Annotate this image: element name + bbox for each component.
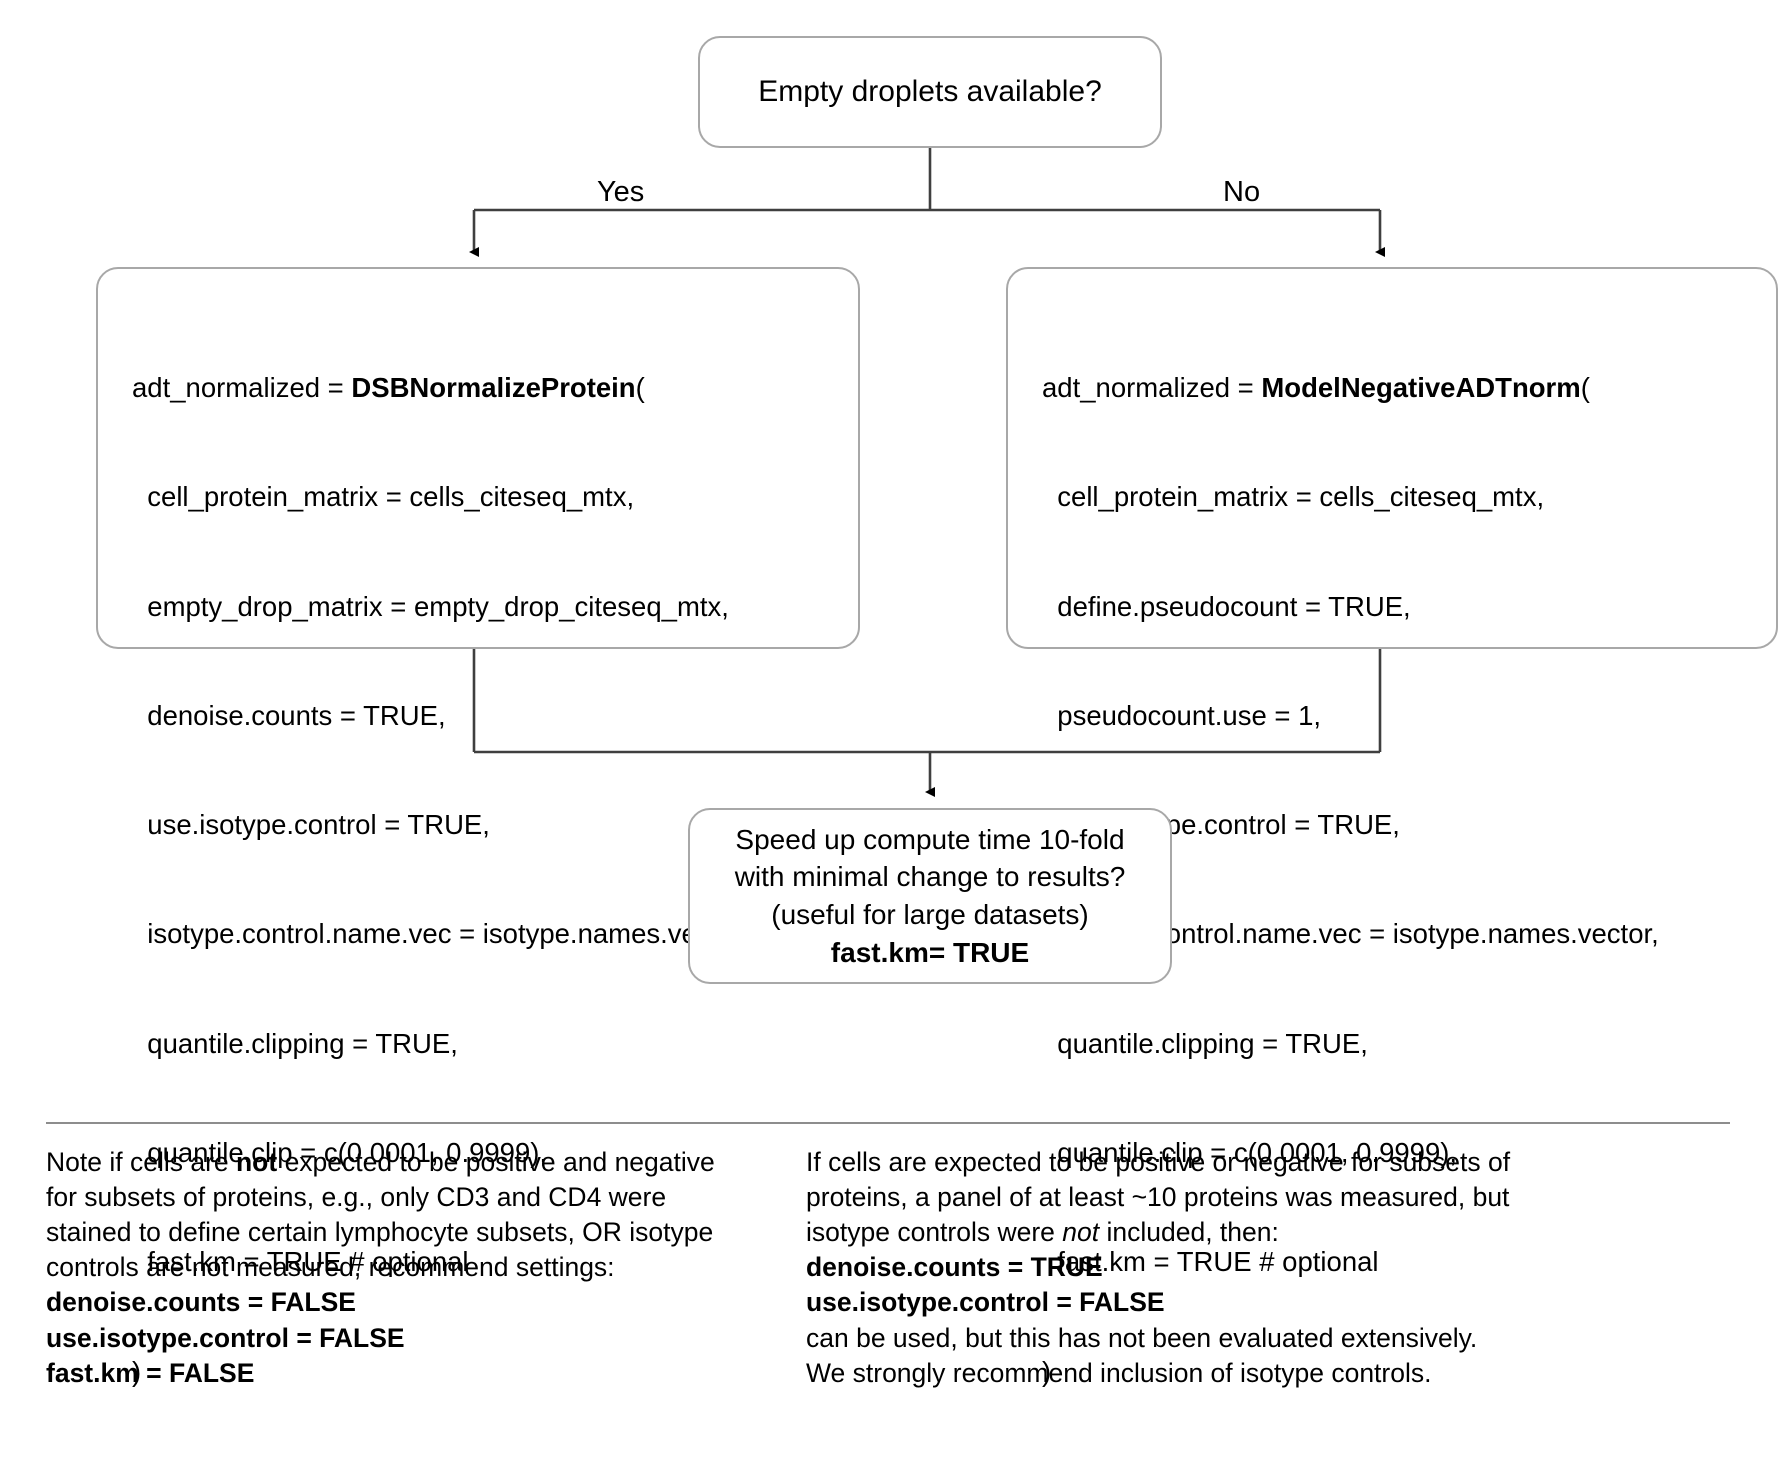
code-line-arg: fast.km = TRUE # optional xyxy=(132,1246,469,1278)
code-line-arg: fast.km = TRUE # optional xyxy=(1042,1246,1379,1278)
code-line-arg: denoise.counts = TRUE, xyxy=(132,699,446,731)
code-line-arg: cell_protein_matrix = cells_citeseq_mtx, xyxy=(132,481,635,513)
note-left: Note if cells are not expected to be pos… xyxy=(46,1145,736,1391)
note-right-closing-1: can be used, but this has not been evalu… xyxy=(806,1322,1478,1353)
code-line-arg: empty_drop_matrix = empty_drop_citeseq_m… xyxy=(132,590,729,622)
code-function-name: DSBNormalizeProtein xyxy=(351,371,636,403)
code-open-paren: ( xyxy=(1580,371,1590,403)
code-line-close-paren: ) xyxy=(132,1355,142,1387)
code-line-arg: quantile.clip = c(0.0001, 0.9999), xyxy=(132,1137,548,1169)
code-block-left: adt_normalized = DSBNormalizeProtein( ce… xyxy=(132,297,832,1463)
code-line-arg: quantile.clip = c(0.0001, 0.9999), xyxy=(1042,1137,1458,1169)
note-left-para-post: expected to be positive and negative for… xyxy=(46,1147,723,1283)
note-right-para-post: included, then: xyxy=(1099,1217,1279,1248)
note-right: If cells are expected to be positive or … xyxy=(806,1145,1536,1391)
edge-label-yes: Yes xyxy=(597,176,645,208)
note-right-setting: use.isotype.control = FALSE xyxy=(806,1287,1165,1318)
code-line-signature: adt_normalized = DSBNormalizeProtein( xyxy=(132,370,832,406)
code-assignment: adt_normalized = xyxy=(132,371,352,403)
decision-line-2: with minimal change to results? xyxy=(734,861,1126,893)
notes-divider xyxy=(46,1122,1730,1124)
code-line-arg: use.isotype.control = TRUE, xyxy=(132,809,490,841)
note-left-paragraph: Note if cells are not expected to be pos… xyxy=(46,1145,736,1285)
note-right-para-pre: If cells are expected to be positive or … xyxy=(806,1147,1518,1248)
code-function-name: ModelNegativeADTnorm xyxy=(1261,371,1581,403)
code-open-paren: ( xyxy=(635,371,645,403)
code-line-signature: adt_normalized = ModelNegativeADTnorm( xyxy=(1042,370,1750,406)
note-left-setting: fast.km = FALSE xyxy=(46,1357,255,1388)
code-line-arg: quantile.clipping = TRUE, xyxy=(1042,1027,1368,1059)
node-dsb-normalize-protein: adt_normalized = DSBNormalizeProtein( ce… xyxy=(96,267,860,1387)
edge-label-no: No xyxy=(1223,176,1261,208)
note-left-setting: denoise.counts = FALSE xyxy=(46,1287,356,1318)
node-model-negative-adt-norm: adt_normalized = ModelNegativeADTnorm( c… xyxy=(1006,267,1778,1387)
node-speed-up-compute-time: Speed up compute time 10-fold with minim… xyxy=(688,808,1172,984)
node-empty-droplets-available: Empty droplets available? xyxy=(698,36,1162,148)
node-empty-droplets-label: Empty droplets available? xyxy=(758,75,1102,109)
note-left-para-bold: not xyxy=(236,1147,278,1177)
decision-line-3: (useful for large datasets) xyxy=(771,899,1089,930)
decision-line-fast-km: fast.km= TRUE xyxy=(830,936,1030,968)
note-right-para-italic: not xyxy=(1062,1217,1100,1248)
note-right-paragraph: If cells are expected to be positive or … xyxy=(806,1145,1536,1250)
code-line-close-paren: ) xyxy=(1042,1355,1052,1387)
code-line-arg: quantile.clipping = TRUE, xyxy=(132,1027,458,1059)
code-assignment: adt_normalized = xyxy=(1042,371,1262,403)
note-left-setting: use.isotype.control = FALSE xyxy=(46,1322,405,1353)
note-right-closing-2: We strongly recommend inclusion of isoty… xyxy=(806,1357,1432,1388)
code-line-arg: define.pseudocount = TRUE, xyxy=(1042,590,1411,622)
decision-line-1: Speed up compute time 10-fold xyxy=(735,823,1125,855)
code-line-arg: cell_protein_matrix = cells_citeseq_mtx, xyxy=(1042,481,1545,513)
code-line-arg: pseudocount.use = 1, xyxy=(1042,699,1322,731)
note-right-setting: denoise.counts = TRUE xyxy=(806,1252,1103,1283)
note-left-para-pre: Note if cells are xyxy=(46,1147,236,1177)
